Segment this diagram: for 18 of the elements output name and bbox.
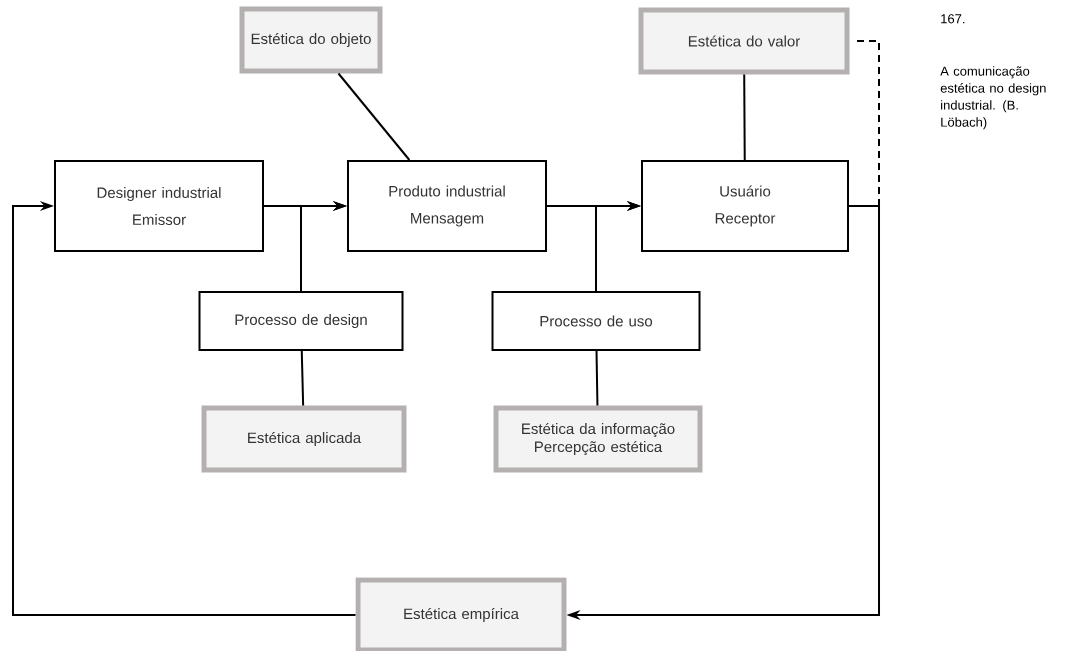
connector-line [337, 72, 411, 161]
shaded-box: Estética do objeto [239, 6, 383, 74]
caption: A comunicação estética no design industrial. (B. Löbach) [940, 66, 1046, 130]
shaded-box: Estética aplicada [201, 405, 407, 473]
figure-number: 167. [941, 14, 965, 24]
connector-line [300, 350, 305, 407]
connector-line [743, 73, 746, 161]
process-box: Produto industrial Mensagem [347, 160, 547, 252]
arrow [12, 200, 357, 616]
process-box: Usuário Receptor [641, 160, 849, 252]
process-box: Processo de uso [491, 291, 701, 351]
connector-line [595, 350, 599, 407]
shaded-box: Estética da informação Percepção estética [493, 405, 703, 473]
shaded-box: Estética do valor [638, 7, 850, 75]
process-box: Designer industrial Emissor [54, 160, 264, 252]
shaded-box: Estética empírica [355, 577, 567, 651]
dashed-line [854, 40, 880, 207]
process-box: Processo de design [198, 291, 404, 351]
